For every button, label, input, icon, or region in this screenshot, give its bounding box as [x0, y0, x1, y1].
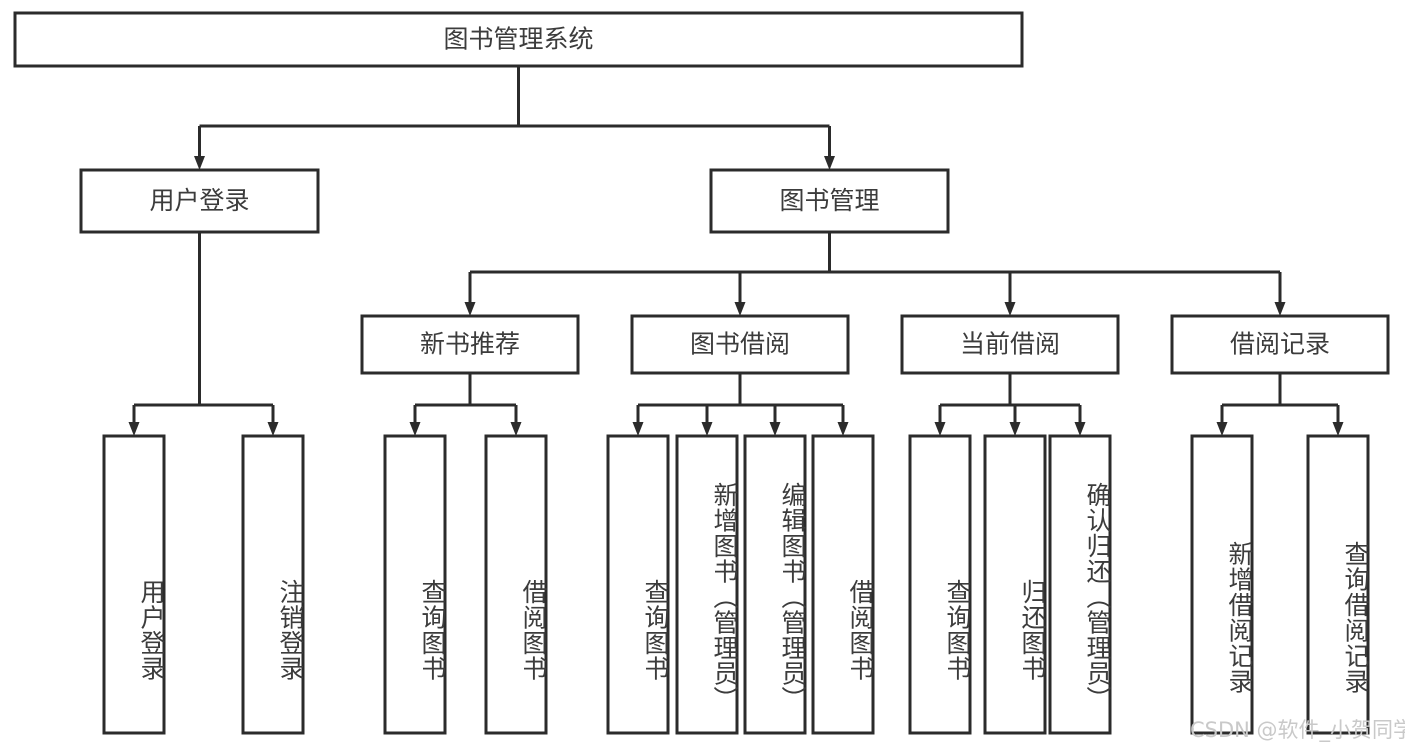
arrow-head-icon [128, 422, 140, 436]
node-leaf-add-borrow-record[interactable] [1190, 434, 1254, 735]
node-box-leaf-borrow-book [811, 434, 875, 735]
node-new-book-recommend[interactable]: 新书推荐 [360, 314, 580, 375]
node-box-new-book-recommend [360, 314, 580, 375]
arrow-head-icon [934, 422, 946, 436]
node-borrow-record[interactable]: 借阅记录 [1170, 314, 1390, 375]
node-book-borrow[interactable]: 图书借阅 [630, 314, 850, 375]
node-label-borrow-record: 借阅记录 [1230, 330, 1330, 359]
arrow-head-icon [267, 422, 279, 436]
node-box-leaf-user-logout [241, 434, 305, 735]
node-leaf-query-book-cur[interactable] [908, 434, 972, 735]
node-book-manage[interactable]: 图书管理 [709, 168, 950, 234]
edge-group-book-borrow [632, 373, 849, 436]
node-box-leaf-user-login [102, 434, 166, 735]
arrow-head-icon [1274, 302, 1286, 316]
node-box-leaf-query-book-cur [908, 434, 972, 735]
node-label-book-borrow: 图书借阅 [690, 330, 790, 359]
node-label-new-book-recommend: 新书推荐 [420, 330, 520, 359]
node-box-current-borrow [900, 314, 1120, 375]
node-box-user-login [79, 168, 320, 234]
node-box-leaf-edit-book [743, 434, 807, 735]
edges-layer [128, 66, 1344, 436]
node-label-book-manage: 图书管理 [779, 186, 879, 215]
edge-group-borrow-record [1216, 373, 1344, 436]
node-leaf-confirm-return[interactable] [1048, 434, 1112, 735]
node-label-root: 图书管理系统 [443, 25, 593, 54]
node-box-leaf-query-borrow-record [1306, 434, 1370, 735]
edge-group-book-manage [464, 232, 1286, 316]
node-box-borrow-record [1170, 314, 1390, 375]
edge-group-user-login [128, 232, 279, 436]
node-leaf-borrow-book-rec[interactable] [484, 434, 548, 735]
node-leaf-borrow-book[interactable] [811, 434, 875, 735]
arrow-head-icon [409, 422, 421, 436]
node-leaf-query-borrow-record[interactable] [1306, 434, 1370, 735]
node-box-book-borrow [630, 314, 850, 375]
edge-group-new-book-recommend [409, 373, 522, 436]
arrow-head-icon [769, 422, 781, 436]
arrow-head-icon [510, 422, 522, 436]
edge-group-current-borrow [934, 373, 1086, 436]
node-label-current-borrow: 当前借阅 [960, 330, 1060, 359]
node-root[interactable]: 图书管理系统 [13, 11, 1024, 68]
node-box-leaf-query-book-rec [383, 434, 447, 735]
node-leaf-edit-book[interactable] [743, 434, 807, 735]
node-box-leaf-borrow-book-rec [484, 434, 548, 735]
arrow-head-icon [1332, 422, 1344, 436]
node-leaf-query-book-rec[interactable] [383, 434, 447, 735]
arrow-head-icon [1004, 302, 1016, 316]
node-leaf-user-logout[interactable] [241, 434, 305, 735]
edge-group-root [194, 66, 835, 170]
node-box-leaf-add-book [675, 434, 739, 735]
node-box-book-manage [709, 168, 950, 234]
node-leaf-user-login[interactable] [102, 434, 166, 735]
csdn-watermark: CSDN @软件_小贺同学 [1190, 718, 1405, 742]
node-user-login[interactable]: 用户登录 [79, 168, 320, 234]
arrow-head-icon [837, 422, 849, 436]
arrow-head-icon [1009, 422, 1021, 436]
node-label-user-login: 用户登录 [149, 186, 249, 215]
arrow-head-icon [734, 302, 746, 316]
node-leaf-return-book[interactable] [983, 434, 1047, 735]
node-leaf-query-book-borrow[interactable] [606, 434, 670, 735]
arrow-head-icon [1216, 422, 1228, 436]
node-box-root [13, 11, 1024, 68]
arrow-head-icon [194, 156, 205, 170]
arrow-head-icon [464, 302, 476, 316]
arrow-head-icon [824, 156, 835, 170]
arrow-head-icon [632, 422, 644, 436]
node-box-leaf-confirm-return [1048, 434, 1112, 735]
node-box-leaf-query-book-borrow [606, 434, 670, 735]
arrow-head-icon [1074, 422, 1086, 436]
node-box-leaf-add-borrow-record [1190, 434, 1254, 735]
node-current-borrow[interactable]: 当前借阅 [900, 314, 1120, 375]
node-box-leaf-return-book [983, 434, 1047, 735]
arrow-head-icon [701, 422, 713, 436]
node-leaf-add-book[interactable] [675, 434, 739, 735]
